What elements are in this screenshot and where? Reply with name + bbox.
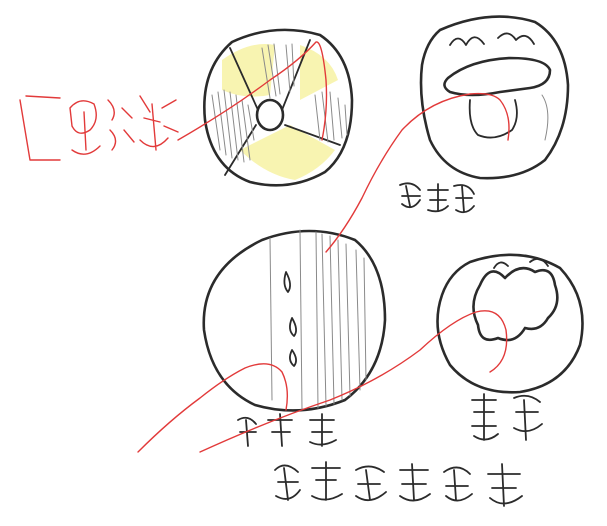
blob-circle-drawing bbox=[436, 253, 584, 394]
sectioned-circle-drawing bbox=[203, 28, 354, 187]
pencil-handwriting-mid bbox=[237, 413, 337, 447]
red-connector-lines bbox=[137, 41, 510, 453]
pencil-handwriting-bottom bbox=[274, 461, 523, 507]
striped-oval-drawing bbox=[202, 229, 387, 412]
pencil-handwriting-right-top bbox=[399, 182, 475, 214]
open-mouth-drawing bbox=[419, 15, 570, 180]
pencil-handwriting-right-bottom bbox=[471, 393, 543, 441]
red-handwriting-left bbox=[19, 95, 179, 161]
